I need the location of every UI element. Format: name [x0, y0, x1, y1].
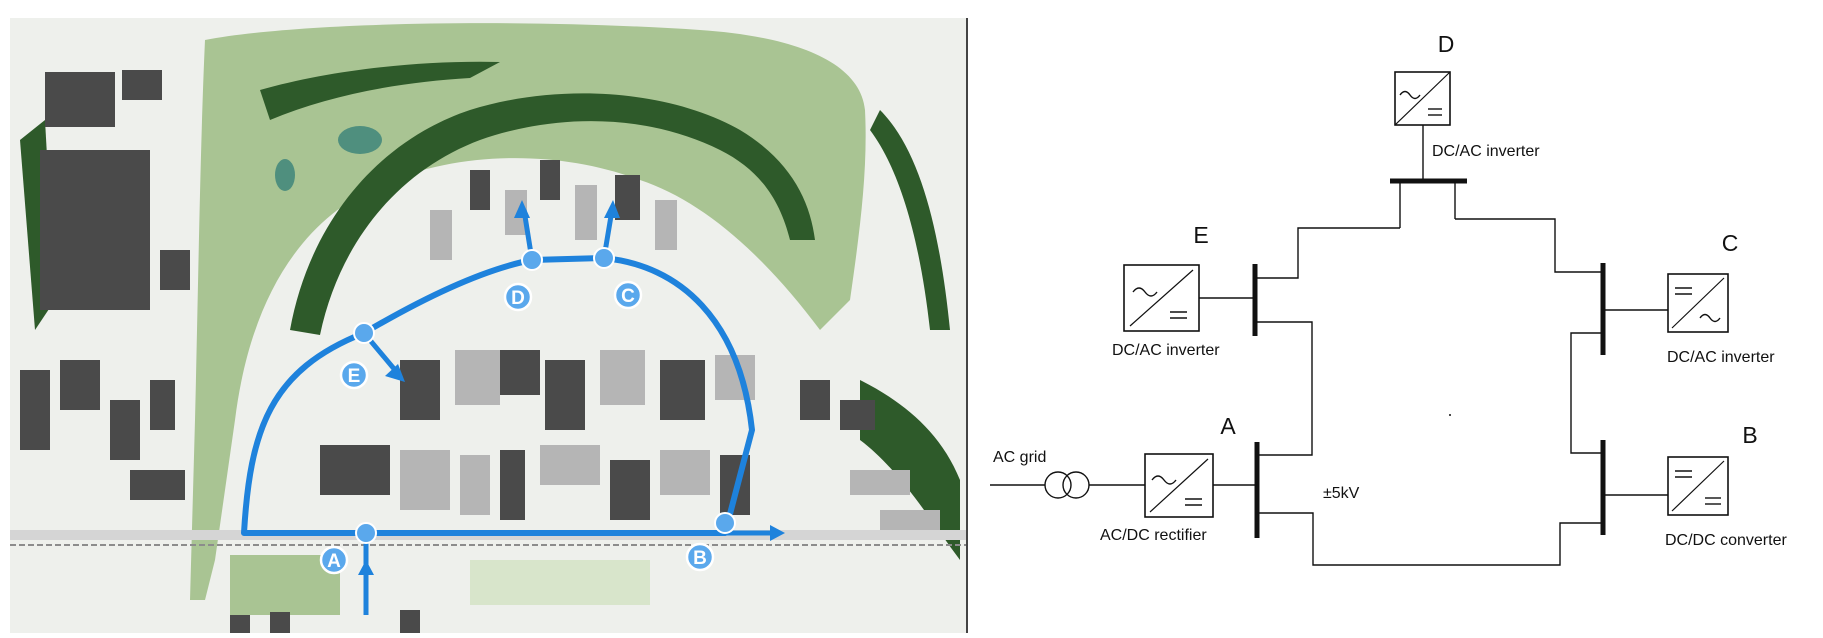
dc-route-loop [241, 255, 755, 536]
node-letter-D: D [1438, 31, 1455, 57]
route-node-dot-A [355, 522, 377, 544]
park-area [190, 23, 866, 601]
svg-text:B: B [693, 548, 707, 569]
wire [1258, 512, 1601, 566]
building [160, 250, 190, 290]
svg-text:C: C [621, 286, 635, 307]
forest-band-outer [260, 61, 500, 120]
building [540, 445, 600, 485]
dc-grid-schematic: D DC/AC inverter E DC/AC inverter [990, 31, 1787, 566]
building [600, 350, 645, 405]
building [545, 360, 585, 430]
wire [1570, 332, 1601, 454]
forest-band [290, 93, 815, 335]
building [470, 170, 490, 210]
branch-arrow-A [358, 540, 374, 615]
route-node-dot-D [521, 249, 543, 271]
building [40, 150, 150, 310]
branch-arrow-B [725, 525, 785, 541]
route-node-dot-C [593, 247, 615, 269]
building [45, 72, 115, 127]
building [660, 360, 705, 420]
building [230, 615, 250, 633]
voltage-label: ±5kV [1323, 485, 1360, 502]
building [615, 175, 640, 220]
wire [1455, 218, 1601, 273]
building [60, 360, 100, 410]
svg-text:E: E [348, 366, 361, 387]
building [610, 460, 650, 520]
node-letter-A: A [1220, 413, 1236, 439]
pond [275, 159, 295, 191]
building [455, 350, 500, 405]
caption-D: DC/AC inverter [1432, 143, 1540, 160]
building [575, 185, 597, 240]
pond [338, 126, 382, 154]
building [20, 370, 50, 450]
transformer-icon [1044, 471, 1090, 499]
building [400, 360, 440, 420]
building [500, 350, 540, 395]
caption-A: AC/DC rectifier [1100, 527, 1207, 544]
wire [1256, 321, 1313, 456]
building [540, 160, 560, 200]
ac-grid-label: AC grid [993, 449, 1046, 466]
wire [1253, 227, 1400, 279]
map-marker-E: E [339, 360, 369, 390]
stray-dot [1449, 414, 1451, 416]
building [430, 210, 452, 260]
map-marker-C: C [613, 280, 643, 310]
forest-right [870, 110, 950, 330]
converter-A [1144, 453, 1214, 518]
building [400, 610, 420, 633]
building [270, 612, 290, 633]
converter-E [1123, 264, 1200, 332]
building [655, 200, 677, 250]
svg-text:A: A [327, 551, 341, 572]
svg-text:D: D [511, 288, 525, 309]
building [122, 70, 162, 100]
building [850, 470, 910, 495]
map-marker-B: B [685, 542, 715, 572]
node-letter-E: E [1193, 222, 1208, 248]
building [840, 400, 875, 430]
building [460, 455, 490, 515]
route-node-dot-B [714, 512, 736, 534]
building [110, 400, 140, 460]
site-map: A B C D E [10, 18, 968, 633]
converter-B [1667, 456, 1729, 516]
node-letter-C: C [1722, 230, 1739, 256]
building [500, 450, 525, 520]
caption-B: DC/DC converter [1665, 532, 1787, 549]
building [800, 380, 830, 420]
converter-D [1394, 71, 1451, 126]
map-marker-A: A [319, 545, 349, 575]
route-node-dot-E [353, 322, 375, 344]
building [320, 445, 390, 495]
converter-C [1667, 273, 1729, 333]
building [400, 450, 450, 510]
map-marker-D: D [503, 282, 533, 312]
building [150, 380, 175, 430]
caption-C: DC/AC inverter [1667, 349, 1775, 366]
building [660, 450, 710, 495]
building [130, 470, 185, 500]
caption-E: DC/AC inverter [1112, 342, 1220, 359]
south-parcel [470, 560, 650, 605]
node-letter-B: B [1742, 422, 1757, 448]
